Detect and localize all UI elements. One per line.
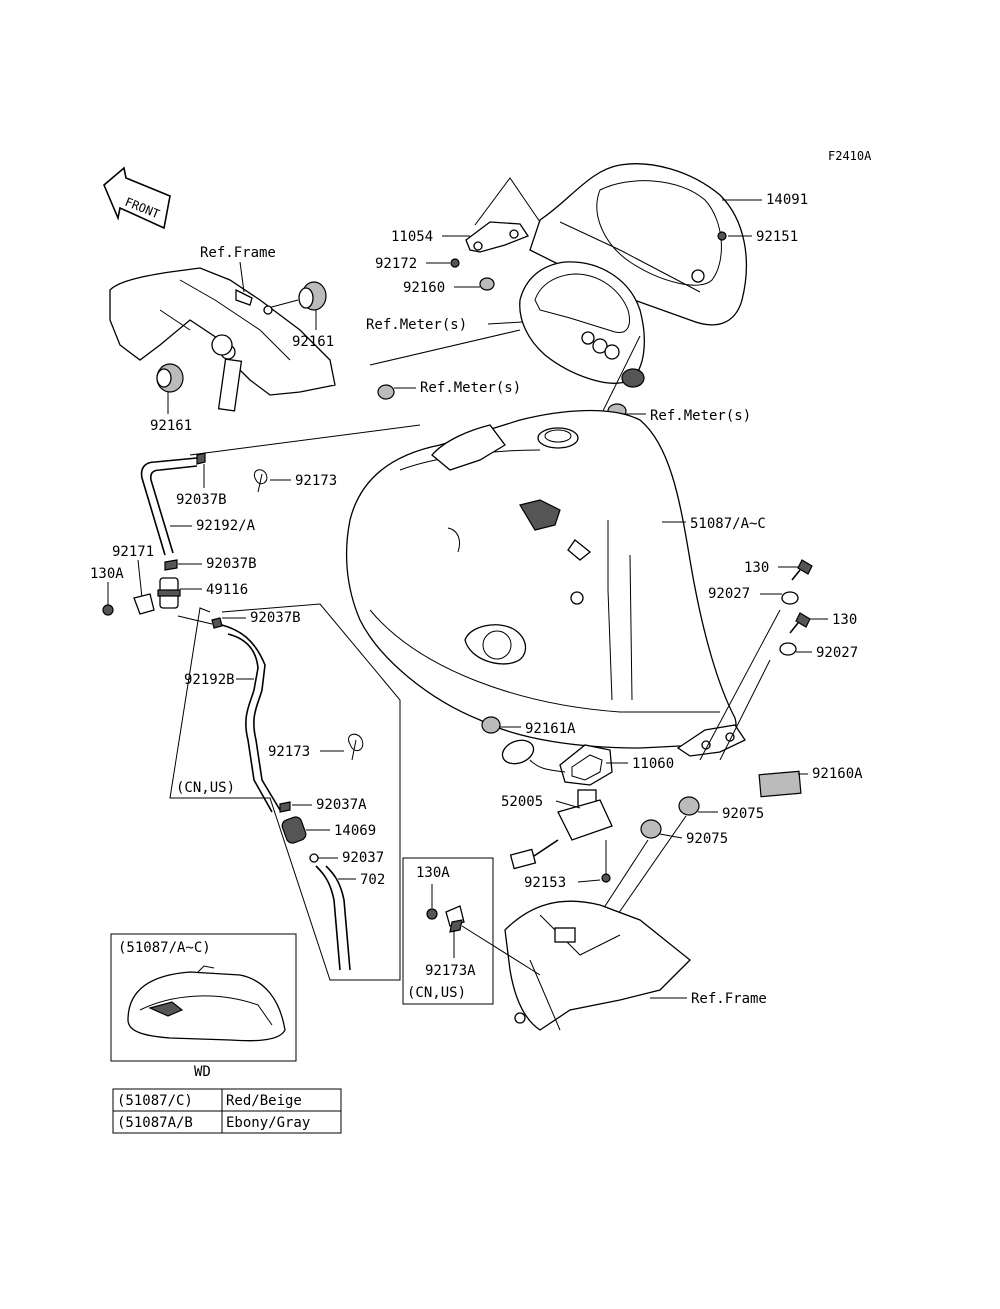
meter-assembly <box>519 261 645 388</box>
part-label-11054: 11054 <box>391 229 433 245</box>
bolt-130a-box <box>426 908 438 920</box>
ref-meter-label-2: Ref.Meter(s) <box>420 380 521 396</box>
part-label-92075-1: 92075 <box>722 806 764 822</box>
ref-frame-top-label: Ref.Frame <box>200 245 276 261</box>
color-table-row2-code: (51087A/B <box>117 1115 193 1131</box>
clamp-92173-lower <box>348 733 364 761</box>
color-table: (51087/C) Red/Beige (51087A/B Ebony/Gray <box>112 1088 342 1134</box>
meter-grommet-left <box>377 384 395 400</box>
color-table-row2-color: Ebony/Gray <box>226 1115 310 1131</box>
part-label-49116: 49116 <box>206 582 248 598</box>
hose-92192a <box>140 457 198 556</box>
part-label-130-1: 130 <box>744 560 769 576</box>
front-arrow-icon: FRONT <box>103 166 171 230</box>
clamp-92173-upper <box>253 469 268 493</box>
meter-cover-14091 <box>529 163 748 326</box>
valve-49116 <box>133 577 181 615</box>
washer-92027-lower <box>779 642 797 656</box>
frame-rear <box>504 900 691 1031</box>
damper-92075-a <box>678 796 700 816</box>
region-label-cn-us-1: (CN,US) <box>176 780 235 796</box>
part-label-130a-1: 130A <box>90 566 124 582</box>
region-bracket-cn-us <box>169 603 401 981</box>
part-label-92173-2: 92173 <box>268 744 310 760</box>
part-label-92161a: 92161A <box>525 721 576 737</box>
filter-14069 <box>281 816 307 844</box>
inset-tank-graphic <box>127 965 286 1042</box>
hose-92192b <box>221 624 281 811</box>
clip-92037b-mid <box>164 559 178 571</box>
clip-92037 <box>309 853 319 863</box>
color-table-row1-code: (51087/C) <box>117 1093 193 1109</box>
part-label-92037a: 92037A <box>316 797 367 813</box>
fuel-pump-52005 <box>501 739 613 870</box>
part-label-52005: 52005 <box>501 794 543 810</box>
color-table-row1-color: Red/Beige <box>226 1093 302 1109</box>
washer-92027-upper <box>781 591 799 605</box>
ref-meter-label-1: Ref.Meter(s) <box>366 317 467 333</box>
ref-meter-label-3: Ref.Meter(s) <box>650 408 751 424</box>
screw-92151 <box>717 231 727 241</box>
ref-frame-bottom-label: Ref.Frame <box>691 991 767 1007</box>
inset-title: (51087/A~C) <box>118 940 211 956</box>
bolt-130-lower <box>789 612 811 634</box>
diagram-code: F2410A <box>828 149 872 163</box>
part-label-92160a: 92160A <box>812 766 863 782</box>
part-label-92173-1: 92173 <box>295 473 337 489</box>
part-label-92192a: 92192/A <box>196 518 256 534</box>
part-label-130-2: 130 <box>832 612 857 628</box>
part-label-92037b-2: 92037B <box>206 556 257 572</box>
fuel-tank-51087 <box>345 409 746 757</box>
part-label-702: 702 <box>360 872 385 888</box>
pad-92160a <box>758 770 802 798</box>
inset-box <box>110 933 297 1062</box>
part-label-92161-b: 92161 <box>150 418 192 434</box>
region-box-cn-us <box>402 857 494 1005</box>
part-label-11060: 11060 <box>632 756 674 772</box>
part-label-92037b-3: 92037B <box>250 610 301 626</box>
damper-92075-b <box>640 819 662 839</box>
part-label-14069: 14069 <box>334 823 376 839</box>
part-label-92151: 92151 <box>756 229 798 245</box>
clip-92037b-top <box>196 452 206 465</box>
part-label-130a-2: 130A <box>416 865 450 881</box>
bracket-11054 <box>465 221 529 253</box>
damper-92161-upper <box>263 281 327 315</box>
hose-702 <box>315 865 341 971</box>
part-label-92027-1: 92027 <box>708 586 750 602</box>
grommet-92160 <box>479 277 495 291</box>
part-label-92172: 92172 <box>375 256 417 272</box>
part-label-92037: 92037 <box>342 850 384 866</box>
part-label-92161-a: 92161 <box>292 334 334 350</box>
region-label-cn-us-2: (CN,US) <box>407 985 466 1001</box>
part-label-92173a: 92173A <box>425 963 476 979</box>
part-label-92171: 92171 <box>112 544 154 560</box>
clamp-92173a <box>445 905 465 933</box>
screw-92153 <box>601 873 611 883</box>
bolt-130-upper <box>791 559 813 581</box>
frame-neck <box>109 267 336 412</box>
inset-caption: WD <box>194 1064 211 1080</box>
part-label-92075-2: 92075 <box>686 831 728 847</box>
part-label-92153: 92153 <box>524 875 566 891</box>
nut-92172 <box>450 258 460 268</box>
clip-92037a <box>279 801 291 813</box>
part-label-14091: 14091 <box>766 192 808 208</box>
damper-92161-lower <box>156 363 184 393</box>
part-label-51087: 51087/A~C <box>690 516 766 532</box>
clip-92037b-low <box>211 617 223 629</box>
damper-92161a <box>481 716 501 734</box>
part-label-92192b: 92192B <box>184 672 235 688</box>
part-label-92037b-1: 92037B <box>176 492 227 508</box>
bolt-130a-left <box>102 604 114 616</box>
part-label-92027-2: 92027 <box>816 645 858 661</box>
part-label-92160: 92160 <box>403 280 445 296</box>
